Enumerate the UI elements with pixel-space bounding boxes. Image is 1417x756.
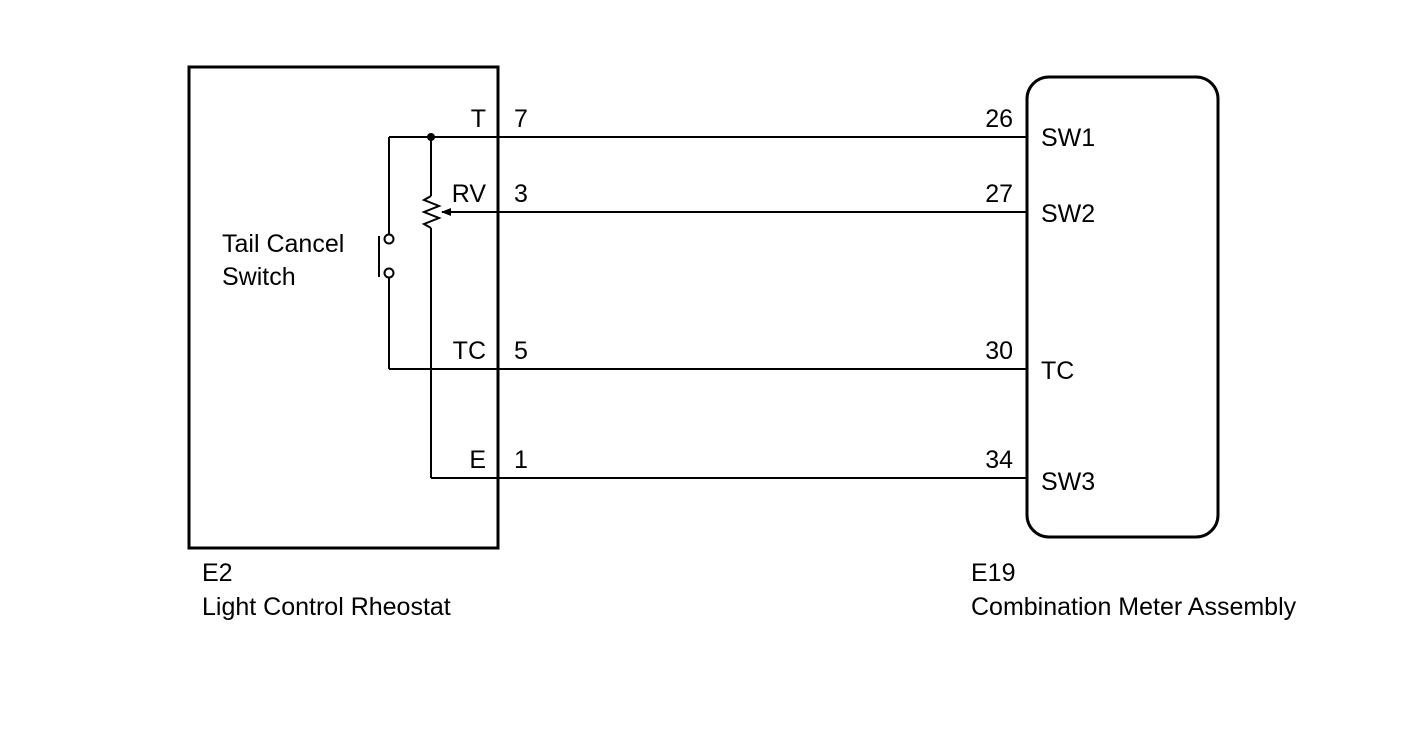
left-terminal-t: T [471,105,486,133]
left-pin-1: 1 [514,446,528,474]
combination-meter-box [1025,75,1220,539]
right-terminal-sw1: SW1 [1041,124,1095,152]
switch-contact-bottom [383,267,395,279]
right-pin-34: 34 [985,446,1013,474]
right-pin-27: 27 [985,180,1013,208]
right-terminal-sw2: SW2 [1041,200,1095,228]
right-component-name: Combination Meter Assembly [971,593,1297,621]
right-pin-30: 30 [985,337,1013,365]
left-component-name: Light Control Rheostat [202,593,451,621]
rheostat-internal-circuit [378,133,498,479]
left-pin-5: 5 [514,337,528,365]
right-terminal-sw3: SW3 [1041,468,1095,496]
left-terminal-rv: RV [452,180,487,208]
tail-cancel-switch-label-line1: Tail Cancel [222,230,344,258]
right-component-code: E19 [971,559,1015,587]
right-terminal-tc: TC [1041,357,1074,385]
resistor-zigzag [421,195,442,229]
left-pin-7: 7 [514,105,528,133]
switch-contact-top [383,233,395,245]
left-component-code: E2 [202,559,233,587]
left-pin-3: 3 [514,180,528,208]
tail-cancel-switch-label-line2: Switch [222,263,296,291]
right-pin-26: 26 [985,105,1013,133]
light-control-rheostat-box [187,65,500,550]
left-terminal-tc: TC [453,337,486,365]
left-terminal-e: E [469,446,486,474]
